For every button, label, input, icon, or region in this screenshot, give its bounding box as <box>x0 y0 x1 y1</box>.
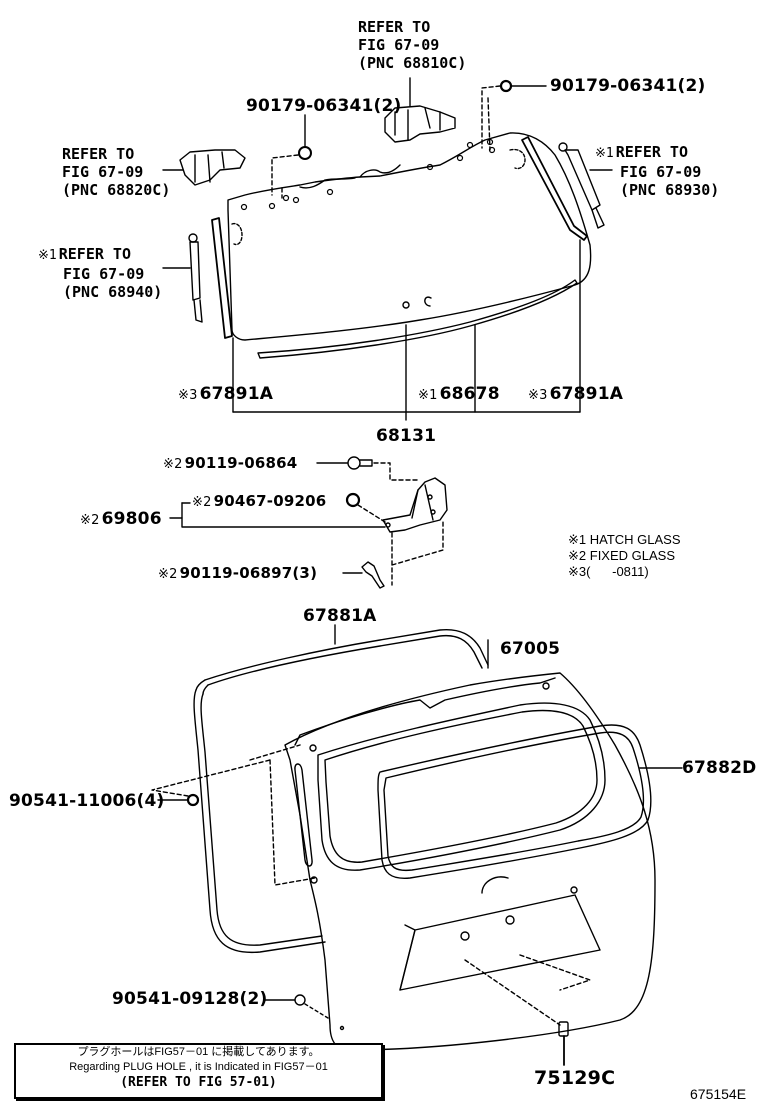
note-mark: ※1 <box>595 146 614 161</box>
part-number: 90467-09206 <box>213 492 327 510</box>
stay-right-drawing[interactable] <box>558 142 613 229</box>
part-number: 69806 <box>101 509 162 529</box>
stay-left-drawing[interactable] <box>162 233 203 323</box>
part-number: 67891A <box>199 384 274 404</box>
legend-mark: ※2 <box>568 548 587 563</box>
bolt-lower-drawing[interactable] <box>342 561 385 589</box>
ref-line-1: REFER TO <box>358 18 431 36</box>
note-line-jp: プラグホールはFIG57－01 に掲載してあります。 <box>77 1046 320 1058</box>
ref-line-1: REFER TO <box>62 145 135 163</box>
legend-mark: ※1 <box>568 532 587 547</box>
note-mark: ※2 <box>163 457 183 472</box>
weatherstrip-outer-drawing[interactable] <box>193 624 489 954</box>
note-mark: ※2 <box>80 513 100 528</box>
ref-line-2: FIG 67-09 <box>62 163 144 181</box>
figure-number: 675154E <box>690 1086 747 1102</box>
hinge-left-drawing[interactable] <box>162 149 246 186</box>
bolt-upper-drawing[interactable] <box>316 456 421 481</box>
glass-bracket-line <box>232 324 581 421</box>
plug-hole-note: プラグホールはFIG57－01 に掲載してあります。 Regarding PLU… <box>14 1043 383 1099</box>
note-mark: ※3 <box>178 388 198 403</box>
part-number: 90119-06864 <box>184 454 298 472</box>
part-plug[interactable]: 75129C <box>534 1067 616 1089</box>
legend-text: ( -0811) <box>586 564 649 579</box>
legend-text: HATCH GLASS <box>589 532 681 547</box>
note-mark: ※2 <box>158 567 178 582</box>
ref-line-2: FIG 67-09 <box>358 36 440 54</box>
molding-right-drawing[interactable] <box>521 136 588 413</box>
part-number: 68678 <box>439 384 500 404</box>
ref-line-3: (PNC 68820C) <box>62 181 171 199</box>
bracket-drawing[interactable] <box>382 477 448 586</box>
legend: ※1 HATCH GLASS ※2 FIXED GLASS ※3( -0811) <box>568 532 681 580</box>
part-nut-door-lower[interactable]: 90541-09128(2) <box>112 989 268 1009</box>
back-door-panel-drawing[interactable] <box>249 639 656 1051</box>
legend-mark: ※3 <box>568 564 587 579</box>
molding-left-drawing[interactable] <box>211 217 234 413</box>
nut-door-left-drawing[interactable] <box>151 759 271 807</box>
part-weatherstrip-outer[interactable]: 67881A <box>303 606 377 626</box>
weatherstrip-lower-drawing[interactable] <box>257 279 578 413</box>
part-nut-door-left[interactable]: 90541-11006(4) <box>9 791 165 811</box>
ref-line-2: FIG 67-09 <box>620 163 702 181</box>
nut-bracket-drawing[interactable] <box>345 492 386 523</box>
plug-drawing[interactable] <box>558 1021 569 1066</box>
nut-right-drawing[interactable] <box>481 79 547 151</box>
back-door-glass-drawing[interactable] <box>227 132 592 341</box>
part-nut-left[interactable]: 90179-06341(2) <box>246 96 402 116</box>
part-weatherstrip-inner[interactable]: 67882D <box>682 758 757 778</box>
ref-hinge-left[interactable]: REFER TO FIG 67-09 (PNC 68820C) <box>62 145 170 199</box>
nut-left-drawing[interactable] <box>271 114 312 199</box>
note-line-en: Regarding PLUG HOLE , it is Indicated in… <box>69 1061 328 1073</box>
ref-line-2: FIG 67-09 <box>63 265 145 283</box>
bracket-69806-line <box>169 502 386 528</box>
note-mark: ※1 <box>38 248 57 263</box>
part-number: 67891A <box>549 384 624 404</box>
legend-item: ※3( -0811) <box>568 564 681 580</box>
weatherstrip-inner-drawing[interactable] <box>377 724 683 879</box>
part-nut-right[interactable]: 90179-06341(2) <box>550 76 706 96</box>
note-mark: ※2 <box>192 495 212 510</box>
legend-text: FIXED GLASS <box>589 548 675 563</box>
part-back-door-panel[interactable]: 67005 <box>500 639 561 659</box>
ref-line-1: REFER TO <box>58 245 131 263</box>
note-reference-link[interactable]: (REFER TO FIG 57-01) <box>120 1075 277 1090</box>
note-mark: ※1 <box>418 388 438 403</box>
part-back-door-glass[interactable]: 68131 <box>376 426 437 446</box>
ref-hinge-right[interactable]: REFER TO FIG 67-09 (PNC 68810C) <box>358 18 466 72</box>
legend-item: ※2 FIXED GLASS <box>568 548 681 564</box>
legend-item: ※1 HATCH GLASS <box>568 532 681 548</box>
ref-line-3: (PNC 68940) <box>63 283 163 301</box>
ref-line-1: REFER TO <box>615 143 688 161</box>
part-number: 90119-06897(3) <box>179 564 318 582</box>
hinge-right-drawing[interactable] <box>384 77 456 143</box>
ref-line-3: (PNC 68930) <box>620 181 720 199</box>
note-mark: ※3 <box>528 388 548 403</box>
ref-line-3: (PNC 68810C) <box>358 54 467 72</box>
nut-door-lower-drawing[interactable] <box>264 994 329 1019</box>
